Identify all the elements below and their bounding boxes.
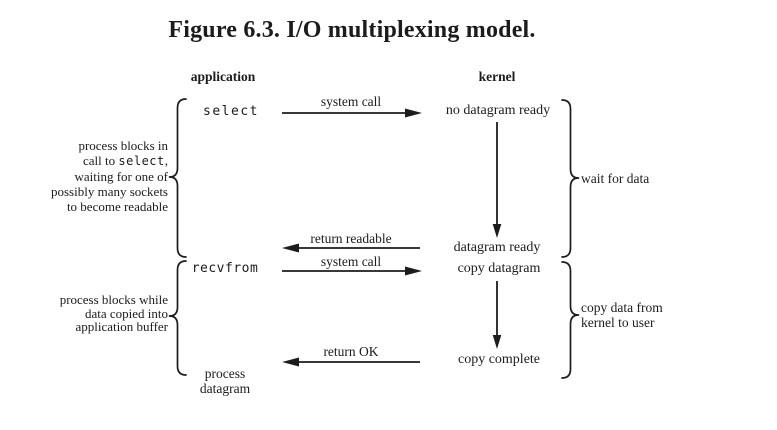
- note-process-blocks-recvfrom: process blocks while data copied into ap…: [38, 293, 168, 334]
- note-select-line4: possibly many sockets: [51, 184, 168, 199]
- note-recvfrom-line1: process blocks while: [59, 292, 168, 307]
- left-brace-recvfrom: [168, 260, 187, 376]
- note-recvfrom-line2: data copied into: [84, 305, 168, 321]
- arrow-syscall-recvfrom: [282, 266, 422, 276]
- arrow-return-ok: [282, 357, 420, 367]
- left-brace-select: [168, 98, 187, 258]
- figure-title: Figure 6.3. I/O multiplexing model.: [168, 17, 536, 43]
- process-datagram-line2: datagram: [199, 381, 251, 396]
- column-header-kernel: kernel: [478, 69, 516, 84]
- arrow-wait-for-data: [492, 122, 502, 238]
- app-call-select: select: [203, 104, 259, 119]
- note-select-line2-post: ,: [164, 153, 168, 168]
- right-brace-wait: [561, 99, 580, 258]
- arrow-syscall-select: [282, 108, 422, 118]
- note-copy-line2: kernel to user: [581, 315, 655, 330]
- note-recvfrom-line3: application buffer: [75, 319, 168, 334]
- kernel-state-copy-complete: copy complete: [457, 352, 541, 367]
- note-wait-for-data: wait for data: [581, 171, 650, 186]
- process-datagram-line1: process: [204, 366, 246, 381]
- note-copy-line1: copy data from: [581, 300, 663, 315]
- kernel-state-copy-datagram: copy datagram: [457, 261, 541, 276]
- note-process-blocks-select: process blocks in call to select, waitin…: [26, 138, 168, 214]
- label-syscall-select: system call: [320, 94, 382, 109]
- right-brace-copy: [561, 261, 580, 379]
- note-copy-data: copy data from kernel to user: [581, 300, 663, 330]
- arrow-copy-data: [492, 281, 502, 349]
- column-header-application: application: [190, 69, 256, 84]
- label-return-readable: return readable: [310, 231, 392, 246]
- note-select-line3: waiting for one of: [74, 169, 168, 184]
- app-process-datagram: process datagram: [175, 366, 275, 396]
- note-select-line2: call to select,: [26, 153, 168, 169]
- note-select-line2-pre: call to: [83, 153, 119, 168]
- label-return-ok: return OK: [323, 344, 379, 359]
- app-call-recvfrom: recvfrom: [191, 261, 259, 276]
- note-select-line1: process blocks in: [78, 138, 168, 153]
- label-syscall-recvfrom: system call: [320, 254, 382, 269]
- arrow-return-readable: [282, 243, 420, 253]
- kernel-state-datagram-ready: datagram ready: [453, 240, 541, 255]
- kernel-state-no-datagram-ready: no datagram ready: [445, 103, 551, 118]
- note-select-line5: to become readable: [66, 199, 168, 214]
- note-select-line2-code: select: [118, 154, 165, 168]
